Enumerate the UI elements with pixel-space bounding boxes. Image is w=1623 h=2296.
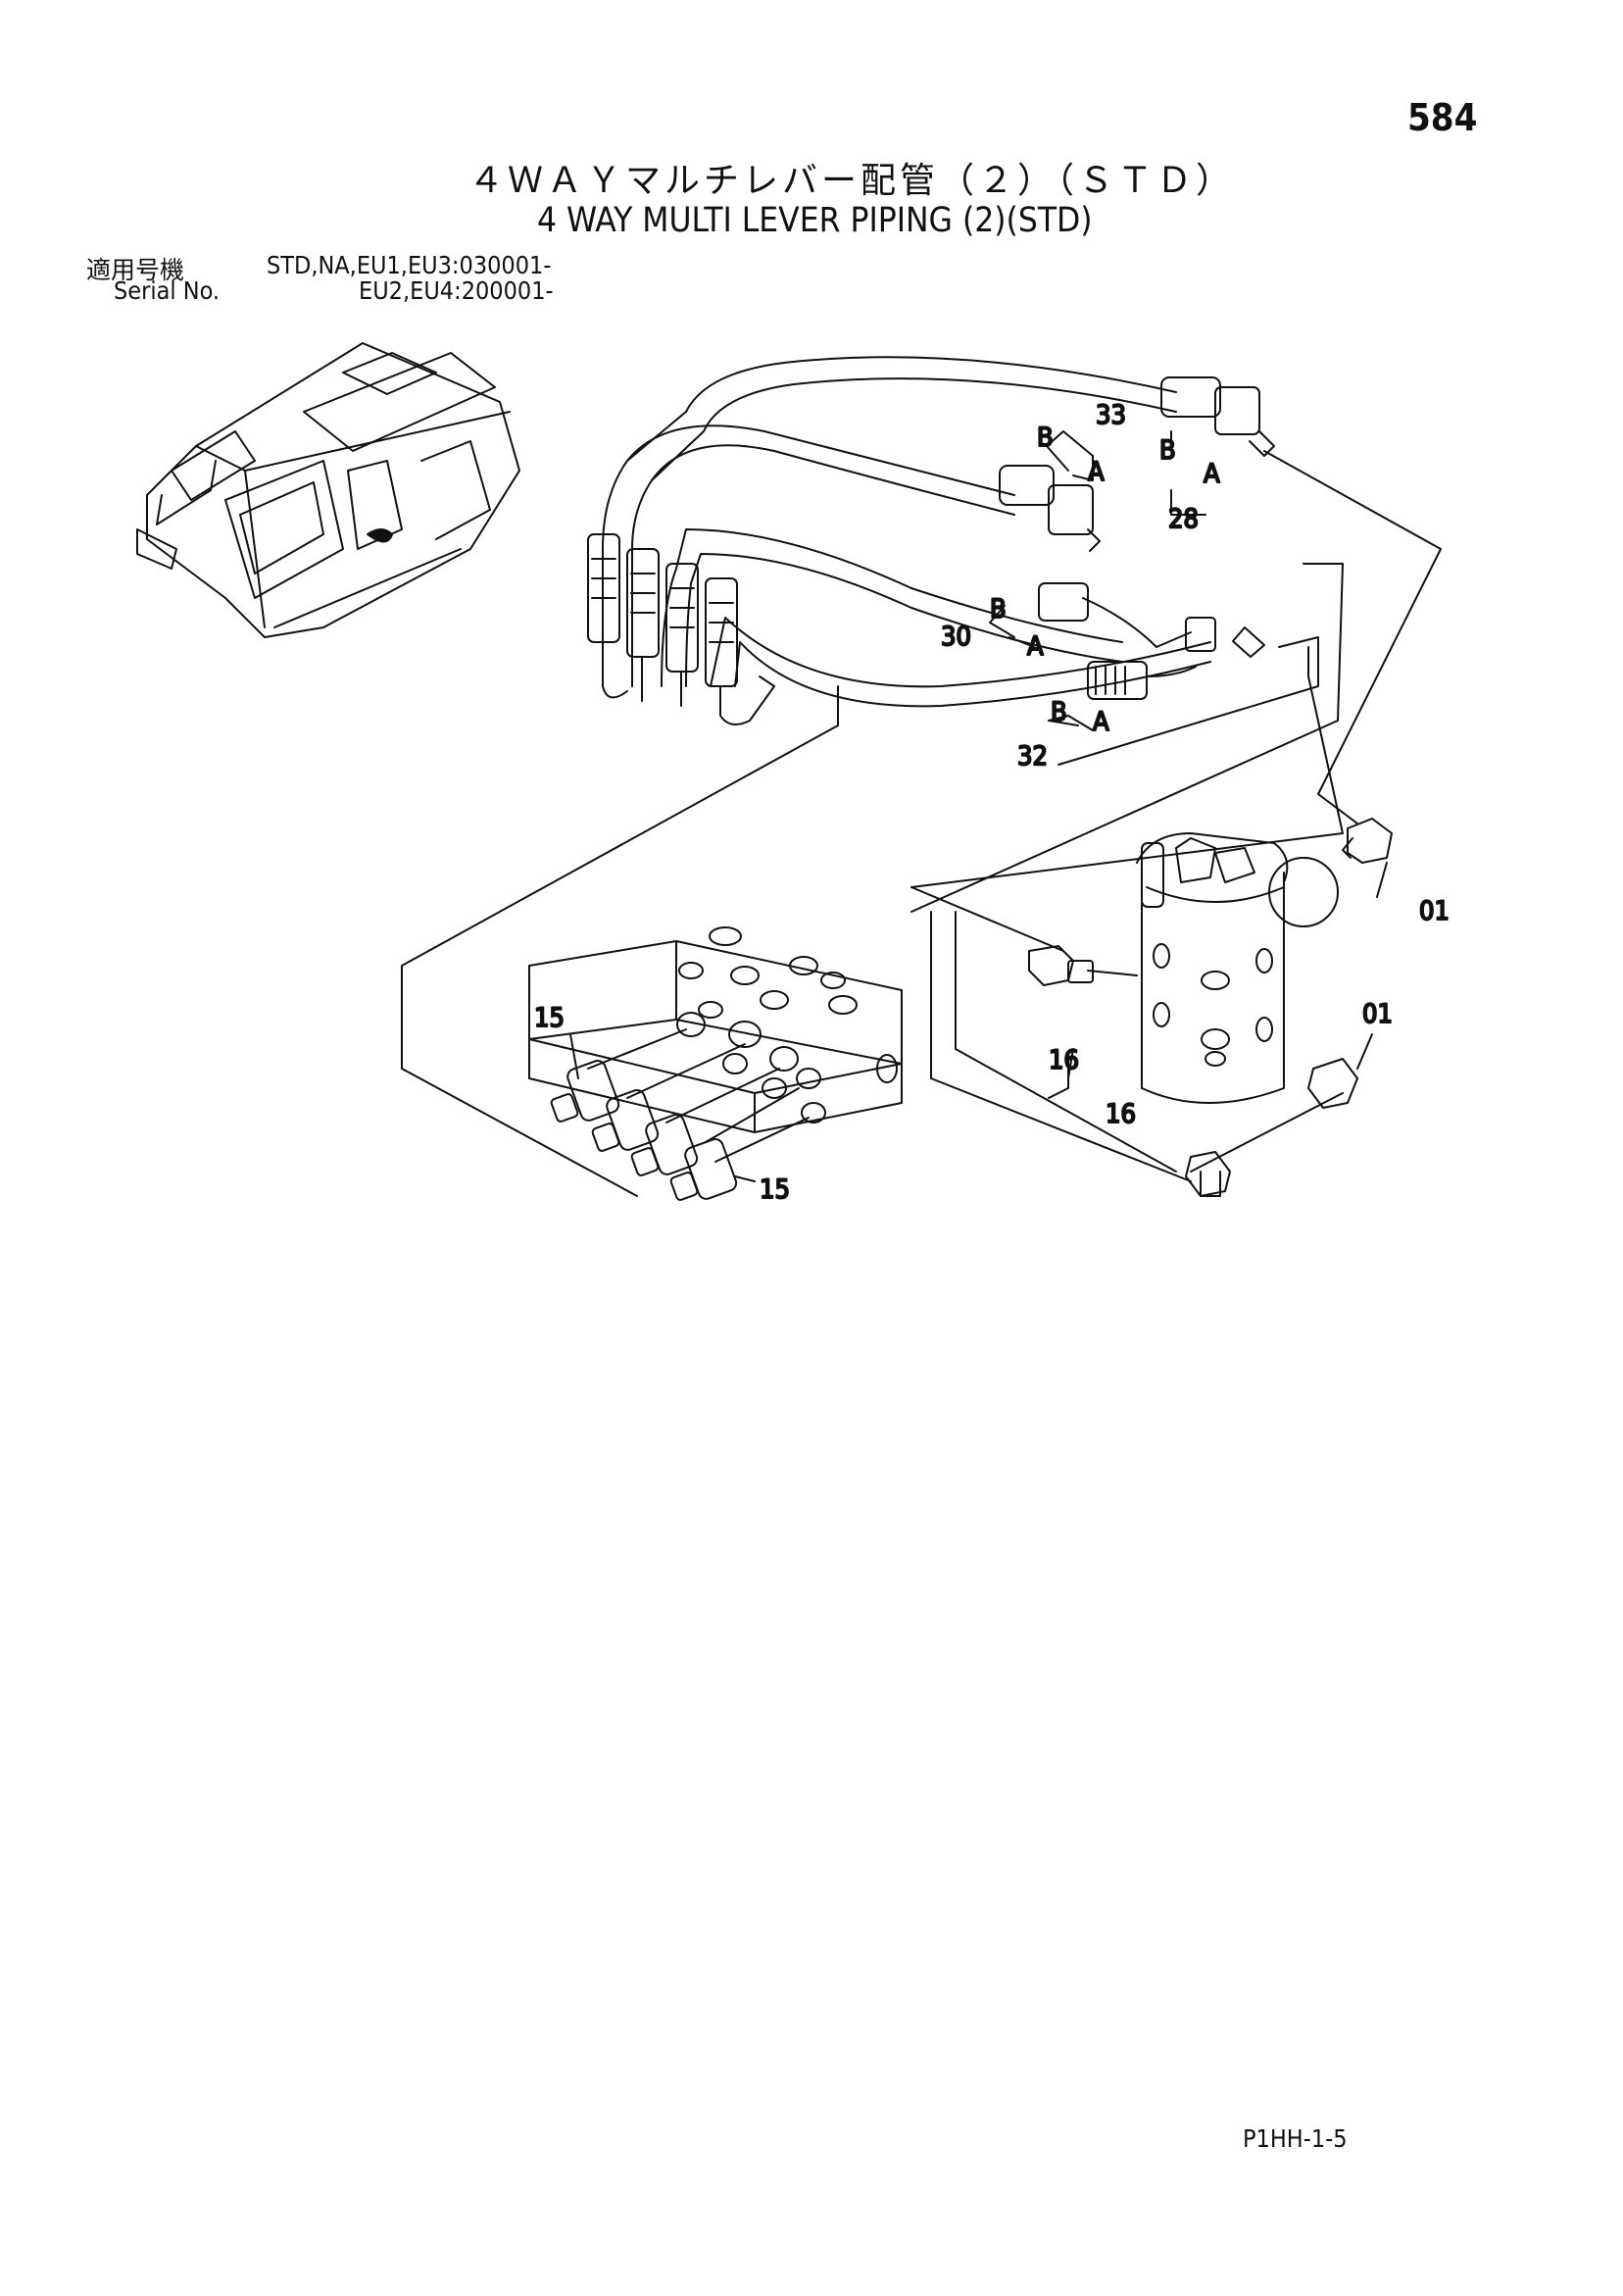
callout-brackets <box>569 430 1388 1182</box>
hose-connectors <box>999 376 1275 700</box>
serial-range-1: STD,NA,EU1,EU3:030001- <box>267 251 552 279</box>
title-english: 4 WAY MULTI LEVER PIPING (2)(STD) <box>537 201 1093 240</box>
part-callout-15: 15 <box>760 1174 790 1205</box>
title-japanese: ４ＷＡＹマルチレバー配管（２）（ＳＴＤ） <box>468 161 1236 201</box>
page-code: P1HH-1-5 <box>1243 2124 1348 2153</box>
swivel-joint <box>1087 832 1339 1104</box>
part-callout-32: 32 <box>1017 741 1048 772</box>
hose-end-fittings <box>587 533 775 725</box>
serial-label-japanese: 適用号機 <box>86 256 185 284</box>
hose-end-label-a: A <box>1204 459 1220 489</box>
connection-lines <box>401 450 1442 1197</box>
part-callout-16: 16 <box>1106 1099 1136 1129</box>
hose-end-label-b: B <box>1159 435 1176 466</box>
part-callout-16: 16 <box>1049 1045 1079 1075</box>
part-callout-28: 28 <box>1168 504 1199 534</box>
hose-end-label-b: B <box>1037 423 1054 453</box>
hose-end-label-b: B <box>1051 697 1067 727</box>
manifold-connectors <box>550 1060 738 1201</box>
hose-end-label-a: A <box>1088 457 1105 487</box>
part-callout-01: 01 <box>1419 896 1450 926</box>
part-callout-15: 15 <box>534 1003 565 1033</box>
part-callout-01: 01 <box>1362 999 1393 1029</box>
elbow-fittings <box>1028 818 1393 1197</box>
serial-label-english: Serial No. <box>114 276 221 305</box>
serial-range-2: EU2,EU4:200001- <box>359 276 554 305</box>
hoses <box>602 356 1211 708</box>
excavator-thumbnail-icon <box>136 342 520 638</box>
manifold-block <box>528 926 903 1163</box>
part-callout-30: 30 <box>941 622 971 652</box>
hose-end-label-b: B <box>990 594 1007 624</box>
part-callout-33: 33 <box>1096 400 1126 430</box>
hose-end-label-a: A <box>1027 631 1044 662</box>
page-number: 584 <box>1407 96 1478 139</box>
hose-end-label-a: A <box>1093 707 1109 737</box>
